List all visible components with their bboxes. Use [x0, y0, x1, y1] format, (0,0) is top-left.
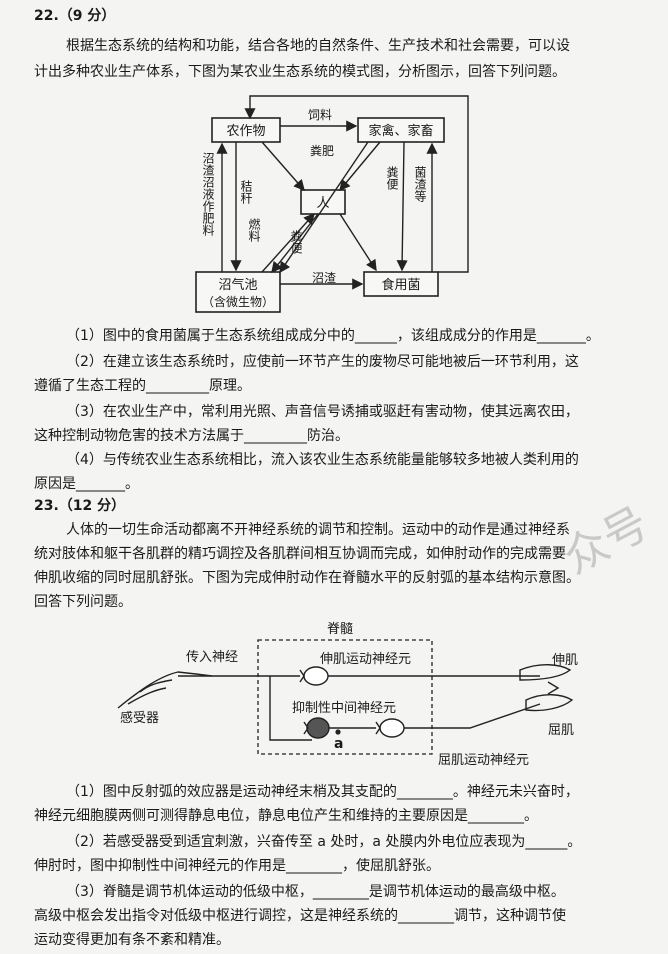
- label-biogas: 沼气池: [218, 277, 257, 293]
- q23-p3-line2: 高级中枢会发出指令对低级中枢进行调控，这是神经系统的________调节，这种调…: [34, 908, 566, 924]
- q22-p4-line2: 原因是_______。: [34, 476, 139, 492]
- label-mushroom-residue: 菌渣等: [413, 166, 427, 202]
- q23-p3-line1: （3）脊髓是调节机体运动的低级中枢，________是调节机体运动的最高级中枢。: [66, 884, 565, 900]
- q23-p2-line2: 伸肘时，图中抑制性中间神经元的作用是________，使屈肌舒张。: [34, 858, 440, 874]
- q23-intro-line1: 人体的一切生命活动都离不开神经系统的调节和控制。运动中的动作是通过神经系: [66, 522, 570, 538]
- label-inhibitory: 抑制性中间神经元: [292, 701, 396, 716]
- label-straw: 秸秆: [239, 180, 253, 204]
- q23-p1-line1: （1）图中反射弧的效应器是运动神经末梢及其支配的________。神经元未兴奋时…: [66, 784, 579, 800]
- extensor-motor-neuron: [303, 666, 329, 686]
- q22-p3-line2: 这种控制动物危害的技术方法属于_________防治。: [34, 428, 349, 444]
- label-spinal-cord: 脊髓: [327, 622, 353, 637]
- box-biogas: [195, 271, 281, 313]
- label-fungi: 食用菌: [381, 277, 420, 293]
- label-feces-left: 粪便: [289, 230, 303, 254]
- q23-intro-line3: 伸肌收缩的同时屈肌舒张。下图为完成伸肘动作在脊髓水平的反射弧的基本结构示意图。: [34, 570, 580, 586]
- label-crops: 农作物: [226, 124, 265, 139]
- q23-p2-line1: （2）若感受器受到适宜刺激，兴奋传至 a 处时，a 处膜内外电位应表现为____…: [66, 834, 582, 850]
- q22-intro-line2: 计出多种农业生产体系，下图为某农业生态系统的模式图，分析图示，回答下列问题。: [34, 64, 566, 80]
- extensor-muscle: [519, 664, 572, 681]
- label-fuel: 燃料: [247, 217, 261, 242]
- label-biogas-sub: （含微生物）: [202, 294, 274, 309]
- label-receptor: 感受器: [120, 710, 159, 726]
- flexor-motor-neuron: [379, 718, 405, 738]
- label-flexor: 屈肌: [548, 723, 574, 738]
- q23-p3-line3: 运动变得更加有条不紊和精准。: [34, 932, 230, 948]
- label-extensor-motor: 伸肌运动神经元: [320, 652, 411, 667]
- box-crops: [211, 117, 281, 143]
- receptor-curve: [117, 671, 213, 709]
- q22-p4-line1: （4）与传统农业生态系统相比，流入该农业生态系统能量能够较多地被人类利用的: [66, 452, 579, 468]
- label-livestock: 家禽、家畜: [368, 123, 433, 139]
- label-flexor-motor: 屈肌运动神经元: [438, 753, 529, 768]
- label-feed: 饲料: [308, 108, 332, 122]
- q22-intro-line1: 根据生态系统的结构和功能，结合各地的自然条件、生产技术和社会需要，可以设: [66, 38, 570, 54]
- q22-p1: （1）图中的食用菌属于生态系统组成成分中的______，该组成成分的作用是___…: [66, 328, 600, 344]
- q22-header: 22.（9 分）: [34, 8, 116, 24]
- q23-header: 23.（12 分）: [34, 498, 126, 514]
- spinal-cord-box: [257, 639, 433, 755]
- q22-p2-line1: （2）在建立该生态系统时，应使前一环节产生的废物尽可能地被后一环节利用，这: [66, 354, 579, 370]
- label-residue: 沼渣: [312, 271, 336, 285]
- inhibitory-neuron: [306, 717, 330, 739]
- q22-p2-line2: 遵循了生态工程的_________原理。: [34, 378, 251, 394]
- label-manure: 粪肥: [310, 144, 334, 158]
- q23-intro-line2: 统对肢体和躯干各肌群的精巧调控及各肌群间相互协调而完成，如伸肘动作的完成需要: [34, 546, 566, 562]
- label-slurry: 沼渣沼液作肥料: [201, 152, 215, 236]
- label-afferent: 传入神经: [186, 650, 238, 665]
- box-fungi: [363, 271, 439, 297]
- box-human: [300, 189, 346, 215]
- label-human: 人: [316, 196, 329, 211]
- box-livestock: [357, 117, 445, 143]
- flexor-muscle: [525, 694, 574, 712]
- label-feces-right: 粪便: [385, 166, 399, 190]
- label-point-a: a: [334, 736, 343, 752]
- q23-p1-line2: 神经元细胞膜两侧可测得静息电位，静息电位产生和维持的主要原因是________。: [34, 808, 538, 824]
- q22-p3-line1: （3）在农业生产中，常利用光照、声音信号诱捕或驱赶有害动物，使其远离农田，: [66, 404, 579, 420]
- label-extensor: 伸肌: [552, 653, 578, 668]
- q23-intro-line4: 回答下列问题。: [34, 594, 132, 610]
